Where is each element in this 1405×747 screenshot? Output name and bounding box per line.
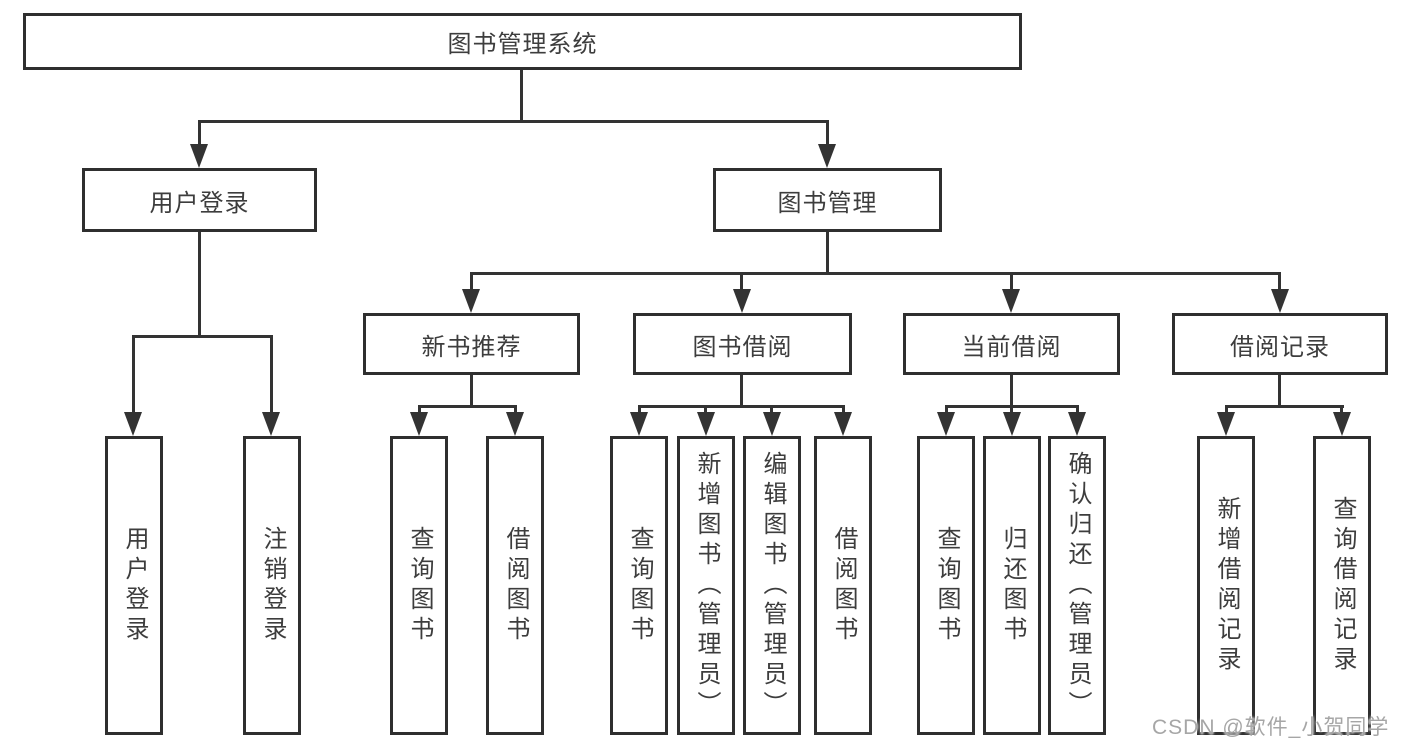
connector-line (826, 232, 829, 275)
arrow-down-icon (262, 412, 280, 436)
connector-line (638, 405, 845, 408)
node-label: 用户登录 (149, 189, 250, 217)
arrow-down-icon (697, 412, 715, 436)
connector-line (945, 405, 948, 417)
node-label: 编辑图书（管理员） (759, 450, 786, 721)
node-book-borrowing: 图书借阅 (633, 313, 852, 375)
connector-line (514, 405, 517, 417)
connector-line (1010, 375, 1013, 408)
connector-line (132, 335, 135, 416)
arrow-down-icon (462, 289, 480, 313)
connector-line (1010, 405, 1013, 417)
connector-line (270, 335, 273, 416)
arrow-down-icon (506, 412, 524, 436)
connector-line (638, 405, 641, 417)
connector-line (1076, 405, 1079, 417)
arrow-down-icon (1068, 412, 1086, 436)
arrow-down-icon (818, 144, 836, 168)
connector-line (740, 272, 743, 295)
connector-line (826, 120, 829, 150)
leaf-borrow-books-1: 借阅图书 (486, 436, 544, 735)
leaf-query-books-1: 查询图书 (390, 436, 448, 735)
node-label: 查询图书 (406, 525, 433, 646)
leaf-query-books-3: 查询图书 (917, 436, 975, 735)
node-new-book-recommendation: 新书推荐 (363, 313, 580, 375)
leaf-borrow-books-2: 借阅图书 (814, 436, 872, 735)
connector-line (198, 120, 829, 123)
node-label: 图书管理 (777, 189, 878, 217)
connector-line (418, 405, 421, 417)
connector-line (470, 375, 473, 408)
node-label: 图书管理系统 (447, 31, 598, 58)
node-label: 借阅图书 (502, 525, 529, 646)
leaf-logout: 注销登录 (243, 436, 301, 735)
connector-line (520, 70, 523, 123)
watermark-text: CSDN @软件_小贺同学 (1152, 716, 1390, 739)
node-library-management-system: 图书管理系统 (23, 13, 1022, 70)
node-label: 新增图书（管理员） (693, 450, 720, 721)
connector-line (198, 120, 201, 150)
leaf-return-books: 归还图书 (983, 436, 1041, 735)
connector-line (470, 272, 473, 295)
node-label: 查询图书 (933, 525, 960, 646)
node-label: 图书借阅 (692, 333, 793, 361)
arrow-down-icon (630, 412, 648, 436)
node-label: 当前借阅 (961, 333, 1062, 361)
leaf-query-borrow-record: 查询借阅记录 (1313, 436, 1371, 735)
connector-line (740, 375, 743, 408)
node-label: 归还图书 (999, 525, 1026, 646)
node-label: 确认归还（管理员） (1064, 450, 1091, 721)
arrow-down-icon (1002, 289, 1020, 313)
leaf-add-borrow-record: 新增借阅记录 (1197, 436, 1255, 735)
connector-line (770, 405, 773, 417)
node-label: 查询图书 (626, 525, 653, 646)
arrow-down-icon (124, 412, 142, 436)
arrow-down-icon (410, 412, 428, 436)
node-label: 借阅图书 (830, 525, 857, 646)
arrow-down-icon (1271, 289, 1289, 313)
node-user-login: 用户登录 (82, 168, 317, 232)
arrow-down-icon (937, 412, 955, 436)
connector-line (198, 232, 201, 338)
connector-line (1278, 272, 1281, 295)
node-book-management: 图书管理 (713, 168, 942, 232)
connector-line (418, 405, 517, 408)
connector-line (132, 335, 273, 338)
leaf-user-login: 用户登录 (105, 436, 163, 735)
arrow-down-icon (1333, 412, 1351, 436)
connector-line (1225, 405, 1344, 408)
node-borrowing-records: 借阅记录 (1172, 313, 1388, 375)
connector-line (1225, 405, 1228, 417)
arrow-down-icon (190, 144, 208, 168)
connector-line (704, 405, 707, 417)
arrow-down-icon (834, 412, 852, 436)
connector-line (470, 272, 1281, 275)
leaf-add-book-admin: 新增图书（管理员） (677, 436, 735, 735)
leaf-edit-book-admin: 编辑图书（管理员） (743, 436, 801, 735)
arrow-down-icon (1217, 412, 1235, 436)
node-current-borrowing: 当前借阅 (903, 313, 1120, 375)
arrow-down-icon (733, 289, 751, 313)
node-label: 查询借阅记录 (1329, 495, 1356, 676)
connector-line (1340, 405, 1343, 417)
node-label: 注销登录 (259, 525, 286, 646)
connector-line (1278, 375, 1281, 408)
leaf-confirm-return-admin: 确认归还（管理员） (1048, 436, 1106, 735)
node-label: 新增借阅记录 (1213, 495, 1240, 676)
connector-line (842, 405, 845, 417)
arrow-down-icon (1003, 412, 1021, 436)
arrow-down-icon (763, 412, 781, 436)
connector-line (1010, 272, 1013, 295)
node-label: 新书推荐 (421, 333, 522, 361)
node-label: 借阅记录 (1230, 333, 1330, 361)
node-label: 用户登录 (121, 525, 148, 646)
leaf-query-books-2: 查询图书 (610, 436, 668, 735)
